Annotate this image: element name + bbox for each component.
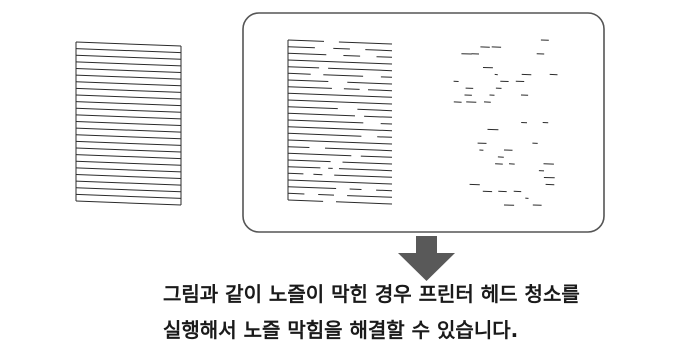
nozzle-line-segment bbox=[287, 146, 310, 148]
nozzle-line-segment bbox=[287, 92, 393, 98]
nozzle-line-segment bbox=[318, 194, 335, 196]
nozzle-line bbox=[75, 134, 182, 140]
caption-line-1: 그림과 같이 노즐이 막힌 경우 프린터 헤드 청소를 bbox=[163, 282, 580, 306]
nozzle-line-segment bbox=[287, 79, 329, 82]
nozzle-line bbox=[75, 147, 182, 153]
nozzle-line-segment bbox=[287, 86, 332, 89]
nozzle-line-segment bbox=[287, 192, 305, 195]
nozzle-line-segment bbox=[324, 147, 393, 152]
nozzle-line bbox=[75, 87, 182, 93]
nozzle-line bbox=[75, 68, 182, 73]
nozzle-line-segment bbox=[287, 199, 324, 202]
nozzle-line bbox=[75, 94, 182, 100]
nozzle-line-segment bbox=[287, 46, 315, 49]
nozzle-line-segment bbox=[377, 136, 393, 138]
nozzle-line-segment bbox=[328, 67, 393, 72]
nozzle-line-segment bbox=[323, 74, 364, 77]
nozzle-line-segment bbox=[287, 52, 327, 56]
cleaning-instruction: 그림과 같이 노즐이 막힌 경우 프린터 헤드 청소를 실행해서 노즐 막힘을 … bbox=[163, 276, 676, 348]
nozzle-line-segment bbox=[287, 39, 325, 42]
nozzle-line bbox=[75, 114, 182, 120]
nozzle-line bbox=[75, 121, 182, 126]
nozzle-line bbox=[75, 167, 182, 173]
nozzle-line bbox=[75, 41, 182, 47]
nozzle-line bbox=[75, 74, 182, 80]
nozzle-line bbox=[75, 81, 182, 87]
nozzle-line-segment bbox=[287, 99, 393, 105]
nozzle-line-segment bbox=[376, 189, 393, 192]
nozzle-line-segment bbox=[349, 188, 362, 190]
nozzle-line-segment bbox=[287, 172, 304, 175]
nozzle-line-segment bbox=[342, 161, 393, 165]
nozzle-line-segment bbox=[364, 115, 393, 118]
nozzle-line-segment bbox=[287, 119, 364, 124]
nozzle-line-segment bbox=[367, 89, 393, 92]
nozzle-line bbox=[75, 187, 182, 193]
nozzle-line bbox=[75, 193, 182, 199]
down-arrow-icon bbox=[398, 236, 455, 281]
nozzle-line bbox=[75, 154, 182, 160]
nozzle-line-segment bbox=[357, 108, 393, 112]
nozzle-line bbox=[75, 200, 182, 206]
nozzle-line-segment bbox=[287, 186, 337, 189]
nozzle-line-segment bbox=[343, 55, 361, 57]
nozzle-line-segment bbox=[335, 201, 393, 205]
nozzle-line-segment bbox=[376, 56, 393, 58]
nozzle-line-segment bbox=[287, 106, 338, 110]
nozzle-line-segment bbox=[287, 159, 331, 163]
caption-line-2: 실행해서 노즐 막힘을 해결할 수 있습니다. bbox=[163, 318, 519, 342]
nozzle-line-segment bbox=[287, 72, 311, 75]
normal-nozzle-pattern bbox=[75, 41, 182, 206]
nozzle-line-segment bbox=[287, 112, 356, 117]
nozzle-line bbox=[75, 101, 182, 107]
severely-clogged-nozzle-pattern bbox=[453, 39, 558, 206]
nozzle-line-segment bbox=[287, 132, 362, 137]
nozzle-line bbox=[75, 140, 182, 146]
nozzle-line-segment bbox=[338, 168, 393, 172]
nozzle-line bbox=[75, 127, 182, 133]
nozzle-line bbox=[75, 54, 182, 60]
nozzle-line-segment bbox=[287, 152, 352, 157]
nozzle-line bbox=[75, 174, 182, 179]
nozzle-line-segment bbox=[365, 49, 393, 52]
nozzle-line-segment bbox=[347, 195, 393, 198]
nozzle-line-segment bbox=[287, 179, 393, 185]
clogged-examples-panel bbox=[242, 12, 605, 233]
nozzle-line-segment bbox=[287, 66, 320, 69]
partially-clogged-nozzle-pattern bbox=[287, 39, 393, 205]
nozzle-line-segment bbox=[343, 88, 360, 90]
nozzle-line-segment bbox=[338, 41, 393, 45]
nozzle-line-segment bbox=[287, 126, 393, 132]
nozzle-line bbox=[75, 48, 182, 54]
nozzle-line-segment bbox=[333, 47, 350, 50]
nozzle-line bbox=[75, 61, 182, 67]
nozzle-line-segment bbox=[287, 59, 393, 65]
nozzle-line bbox=[75, 180, 182, 186]
nozzle-line bbox=[75, 160, 182, 166]
nozzle-line-segment bbox=[360, 155, 393, 158]
nozzle-line-segment bbox=[287, 166, 321, 169]
nozzle-line-segment bbox=[334, 174, 393, 178]
nozzle-line bbox=[75, 107, 182, 113]
nozzle-line-segment bbox=[347, 81, 393, 85]
nozzle-line-segment bbox=[287, 139, 393, 145]
